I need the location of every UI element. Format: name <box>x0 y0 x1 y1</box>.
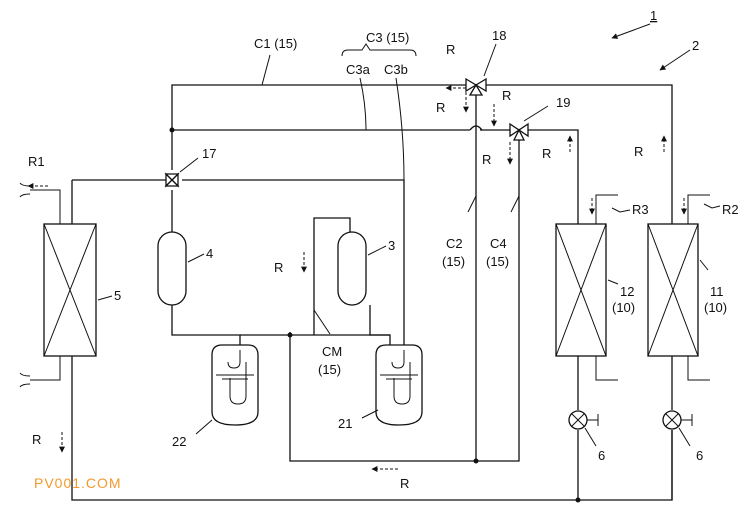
leader-19 <box>523 105 549 122</box>
leader-4 <box>187 253 205 263</box>
pipe-outdoor-loop <box>71 130 673 501</box>
label-r-bottom: R <box>400 476 409 491</box>
label-r-19b: R <box>482 152 491 167</box>
label-c3b: C3b <box>384 62 408 77</box>
label-22: 22 <box>172 434 186 449</box>
leader-c4 <box>510 195 520 213</box>
label-6b: 6 <box>696 448 703 463</box>
leader-r3 <box>611 207 631 213</box>
four-way-valve-17 <box>164 172 180 188</box>
label-17: 17 <box>202 146 216 161</box>
pipe-crossing <box>469 125 483 131</box>
label-c4: C4 <box>490 236 507 251</box>
leader-c1 <box>261 54 271 86</box>
label-6a: 6 <box>598 448 605 463</box>
label-r-return: R <box>32 432 41 447</box>
pipe-c4 <box>476 140 520 462</box>
pipe-c1 <box>171 84 673 224</box>
figure-number: 1 <box>650 8 657 23</box>
pipe-c3 <box>172 129 579 224</box>
label-r-18: R <box>446 42 455 57</box>
leader-12 <box>607 279 619 285</box>
leader-6a <box>584 427 597 447</box>
pipe-c2 <box>289 95 477 462</box>
label-5: 5 <box>114 288 121 303</box>
label-19: 19 <box>556 95 570 110</box>
label-c4-sub: (15) <box>486 254 509 269</box>
system-arrow <box>659 49 691 71</box>
accumulator-3 <box>337 231 367 306</box>
label-c3: C3 (15) <box>366 30 409 45</box>
indoor-heat-exchanger-12 <box>555 194 618 381</box>
leader-17 <box>179 157 199 173</box>
label-r2: R2 <box>722 202 739 217</box>
label-11: 11 <box>710 284 724 299</box>
label-r-cm: R <box>274 260 283 275</box>
leader-22 <box>195 419 213 435</box>
label-12: 12 <box>620 284 634 299</box>
leader-c2 <box>467 195 477 213</box>
system-ref: 2 <box>692 38 699 53</box>
label-cm: CM <box>322 344 342 359</box>
leader-18 <box>483 43 497 77</box>
label-3: 3 <box>388 238 395 253</box>
label-r-19: R <box>502 88 511 103</box>
leader-11 <box>699 259 709 271</box>
leader-c3b <box>395 77 405 181</box>
leader-5 <box>97 295 113 301</box>
expansion-valve-12 <box>568 410 599 430</box>
label-c2-sub: (15) <box>442 254 465 269</box>
label-18: 18 <box>492 28 506 43</box>
accumulator-4 <box>157 231 187 306</box>
leader-6b <box>678 427 691 447</box>
leader-c3a <box>359 77 367 131</box>
label-12-sub: (10) <box>612 300 635 315</box>
label-c1: C1 (15) <box>254 36 297 51</box>
compressor-22 <box>211 344 259 426</box>
watermark: PV001.COM <box>34 475 122 491</box>
label-4: 4 <box>206 246 213 261</box>
brace-c3 <box>341 43 417 57</box>
expansion-valve-11 <box>662 410 693 430</box>
compressor-21 <box>375 344 423 426</box>
label-r1: R1 <box>28 154 45 169</box>
label-11-sub: (10) <box>704 300 727 315</box>
three-way-valve-19 <box>509 122 529 141</box>
label-c2: C2 <box>446 236 463 251</box>
label-r3: R3 <box>632 202 649 217</box>
leader-r2 <box>703 203 721 209</box>
leader-3 <box>367 245 387 256</box>
leader-cm <box>313 309 331 335</box>
leader-21 <box>361 409 379 419</box>
label-r-c1: R <box>634 144 643 159</box>
pipe-dots <box>169 127 581 503</box>
label-r-18b: R <box>436 100 445 115</box>
outdoor-heat-exchanger <box>19 182 97 388</box>
three-way-valve-18 <box>465 77 487 96</box>
label-21: 21 <box>338 416 352 431</box>
label-r-c3: R <box>542 146 551 161</box>
figure-arrow <box>611 23 651 39</box>
label-c3a: C3a <box>346 62 371 77</box>
label-cm-sub: (15) <box>318 362 341 377</box>
indoor-heat-exchanger-11 <box>647 194 710 381</box>
